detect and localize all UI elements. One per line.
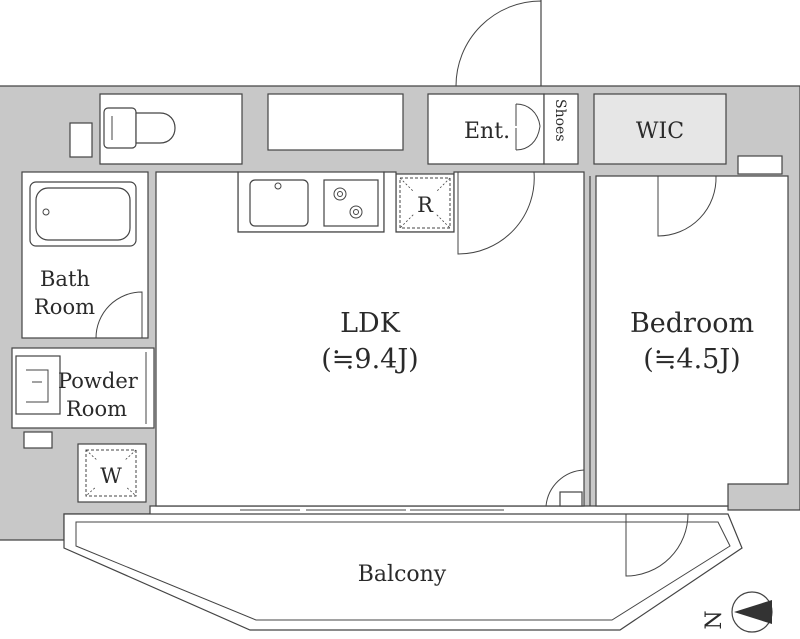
- balcony: Balcony: [63, 513, 743, 631]
- refrigerator-space: R: [395, 173, 455, 233]
- bath-door-swing: [95, 291, 143, 339]
- wic-label: WIC: [636, 119, 684, 144]
- toilet-room: [69, 93, 243, 215]
- kitchen-sink-icon: [249, 179, 309, 227]
- ldk-door-swing: [457, 171, 535, 255]
- entrance: Ent. Shoes: [427, 0, 579, 165]
- sink-icon: [15, 355, 61, 415]
- ldk-room: LDK (≒9.4J): [155, 171, 585, 507]
- south-windows: [240, 509, 504, 515]
- entrance-door-swing: [455, 0, 542, 87]
- bedroom: Bedroom (≒4.5J): [589, 175, 789, 507]
- entrance-label: Ent.: [464, 119, 510, 144]
- wic: WIC: [593, 93, 783, 175]
- washer-space: W: [77, 443, 147, 503]
- powder-outlet: [23, 431, 53, 449]
- wic-vent: [737, 155, 783, 175]
- compass-label: N: [702, 610, 727, 629]
- stove-icon: [323, 179, 379, 227]
- powder-label-line2: Room: [66, 397, 127, 421]
- bathtub-icon: [29, 181, 137, 247]
- upper-storage: [267, 93, 404, 151]
- balcony-door-swing: [625, 513, 689, 577]
- washer-label: W: [100, 464, 122, 488]
- balcony-label: Balcony: [358, 562, 447, 587]
- bedroom-area: (≒4.5J): [643, 344, 740, 375]
- shoes-label: Shoes: [552, 99, 568, 142]
- bath-label-line1: Bath: [40, 267, 90, 291]
- toilet-icon: [103, 107, 176, 149]
- north-compass: N: [702, 591, 773, 633]
- toilet-paper-holder: [69, 122, 93, 158]
- bath-label-line2: Room: [34, 295, 95, 319]
- powder-label-line1: Powder: [58, 369, 139, 393]
- refrigerator-label: R: [417, 193, 434, 217]
- ldk-outlet: [559, 491, 583, 507]
- shoes-cabinet: [543, 93, 579, 165]
- powder-room: Powder Room W: [11, 347, 155, 503]
- ldk-area: (≒9.4J): [321, 344, 418, 375]
- ldk-label: LDK: [340, 308, 401, 339]
- kitchen-counter: [237, 171, 385, 233]
- bedroom-label: Bedroom: [630, 308, 754, 339]
- bath-room: Bath Room: [21, 171, 149, 339]
- bedroom-closet-door-swing: [657, 175, 717, 237]
